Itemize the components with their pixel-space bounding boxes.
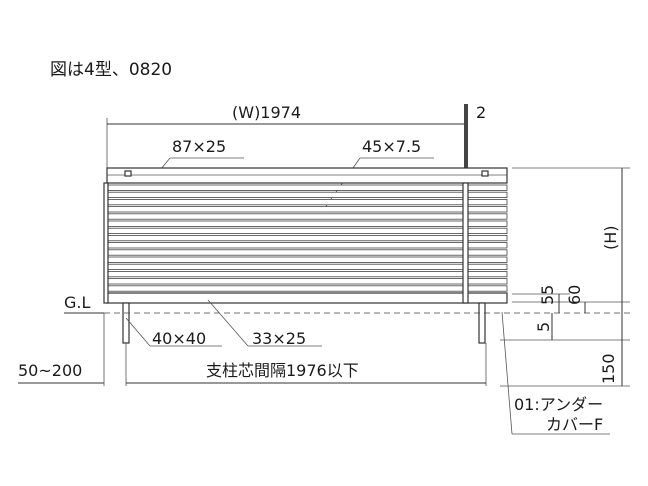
slat-group (107, 184, 508, 292)
accessory-label-line2: カバーF (546, 415, 603, 434)
ground-level-label: G.L (64, 293, 90, 312)
fence-slat (107, 227, 508, 234)
left-end-stile (103, 182, 109, 304)
fence-slat (107, 220, 508, 227)
fence-slat (107, 256, 508, 263)
accessory-leader-vertical (501, 311, 513, 435)
fence-slat (107, 213, 508, 220)
clearance-label: 50~200 (18, 361, 82, 380)
height-dim-label: (H) (601, 225, 620, 250)
gap-5-label: 5 (534, 322, 553, 332)
top-rail-tab-right (481, 170, 489, 177)
bottom-frame-rail (106, 292, 508, 304)
top-rail-tab-left (124, 170, 132, 177)
post-thickness-label: 2 (476, 103, 486, 122)
accessory-label-line1: 01:アンダー (514, 395, 603, 414)
drawing-caption: 図は4型、0820 (50, 60, 172, 80)
bottom-rail-leader-diag (207, 299, 249, 347)
fence-slat (107, 249, 508, 256)
fence-slat (107, 206, 508, 213)
right-support-post (478, 302, 486, 344)
frame-section-label: 87×25 (172, 137, 226, 156)
embed-150-label: 150 (599, 353, 618, 384)
gap-60-label: 60 (565, 285, 584, 305)
fence-slat (107, 285, 508, 292)
fence-slat (107, 234, 508, 242)
slat-section-label: 45×7.5 (362, 137, 421, 156)
width-dim-label: (W)1974 (232, 103, 301, 122)
center-post (462, 182, 469, 304)
fence-slat (107, 270, 508, 278)
post-section-label: 40×40 (152, 329, 206, 348)
fence-slat (107, 278, 508, 285)
fence-slat (107, 242, 508, 249)
post-section-leader-diag (125, 317, 151, 347)
post-spacing-label: 支柱芯間隔1976以下 (206, 361, 359, 380)
top-frame-rail (106, 167, 508, 184)
gap-55-label: 55 (538, 285, 557, 305)
fence-slat (107, 198, 508, 206)
fence-slat (107, 191, 508, 198)
bottom-rail-label: 33×25 (252, 329, 306, 348)
left-support-post (122, 302, 130, 344)
post-thickness-mark (464, 104, 468, 168)
fence-panel (103, 167, 508, 304)
fence-slat (107, 263, 508, 271)
fence-slat (107, 184, 508, 191)
